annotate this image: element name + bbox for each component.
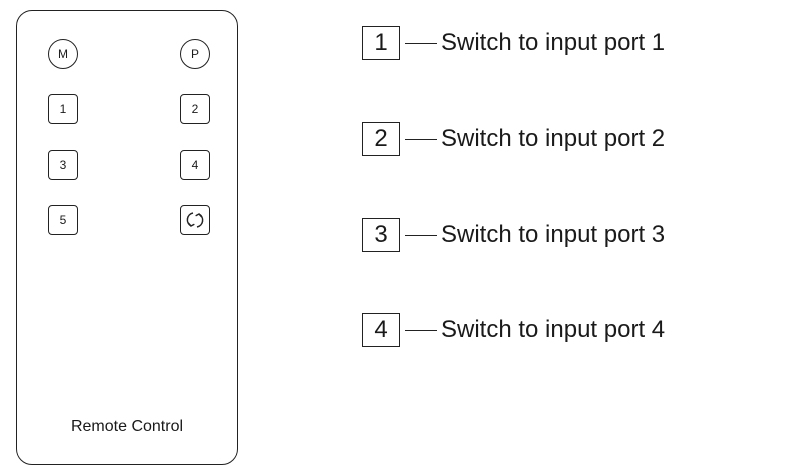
remote-button-2[interactable]: 2 [180, 94, 210, 124]
legend-connector-line [405, 42, 437, 44]
legend-number-box: 4 [362, 313, 400, 347]
remote-button-3[interactable]: 3 [48, 150, 78, 180]
legend-number-box: 1 [362, 26, 400, 60]
legend-connector-line [405, 138, 437, 140]
legend-row-2: 2 Switch to input port 2 [362, 122, 665, 156]
legend-number-box: 2 [362, 122, 400, 156]
legend-description: Switch to input port 2 [441, 125, 666, 152]
remote-control-label: Remote Control [70, 418, 184, 435]
legend-connector-line [405, 329, 437, 331]
legend-row-4: 4 Switch to input port 4 [362, 313, 665, 347]
legend-description: Switch to input port 1 [441, 29, 666, 56]
legend-number-box: 3 [362, 218, 400, 252]
remote-button-m[interactable]: M [48, 39, 78, 69]
legend-description: Switch to input port 3 [441, 221, 666, 248]
legend-description: Switch to input port 4 [441, 316, 666, 343]
legend-row-1: 1 Switch to input port 1 [362, 26, 665, 60]
remote-button-p[interactable]: P [180, 39, 210, 69]
remote-button-1[interactable]: 1 [48, 94, 78, 124]
remote-button-4[interactable]: 4 [180, 150, 210, 180]
cycle-arrows-icon [186, 212, 204, 228]
legend-connector-line [405, 234, 437, 236]
remote-button-cycle[interactable] [180, 205, 210, 235]
legend-row-3: 3 Switch to input port 3 [362, 218, 665, 252]
remote-button-5[interactable]: 5 [48, 205, 78, 235]
remote-control-body: M P 1 2 3 4 5 Remote Control [16, 10, 238, 465]
